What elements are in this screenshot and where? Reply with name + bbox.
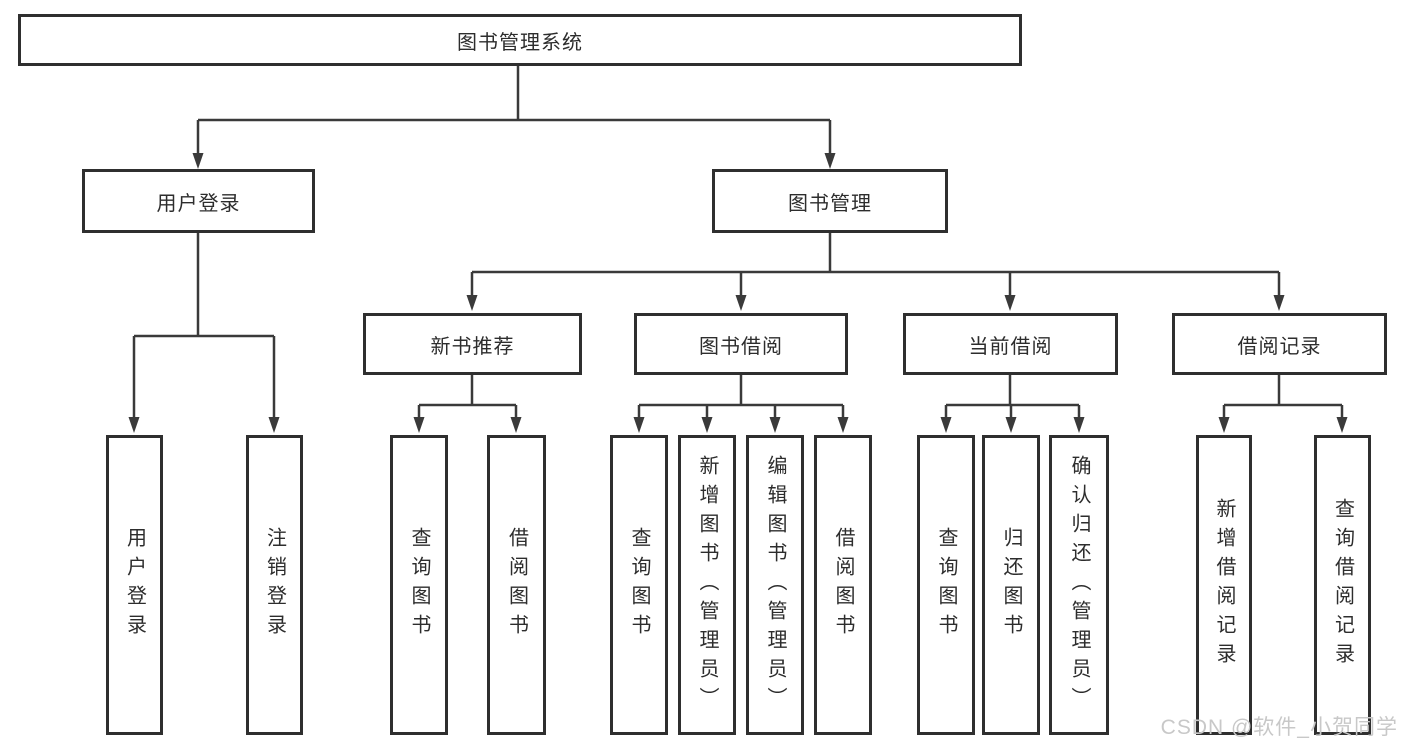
node-label: 查询借阅记录 bbox=[1331, 498, 1354, 672]
node-leaf-borrow-books-1: 借阅图书 bbox=[487, 435, 546, 735]
node-user-login-branch: 用户登录 bbox=[82, 169, 315, 233]
node-label: 注销登录 bbox=[263, 527, 286, 643]
node-label: 归还图书 bbox=[1000, 527, 1022, 643]
node-label: 新书推荐 bbox=[430, 335, 515, 358]
node-current-borrow: 当前借阅 bbox=[903, 313, 1118, 375]
connector-book-management bbox=[470, 233, 1281, 298]
node-label: 编辑图书（管理员） bbox=[764, 454, 786, 716]
connector-user-login bbox=[132, 233, 276, 420]
node-label: 用户登录 bbox=[156, 192, 241, 215]
node-leaf-return-books: 归还图书 bbox=[982, 435, 1040, 735]
node-label: 新增借阅记录 bbox=[1213, 498, 1235, 672]
connector-borrow-records bbox=[1222, 375, 1344, 420]
node-label: 图书借阅 bbox=[699, 335, 783, 358]
node-leaf-query-borrow-record: 查询借阅记录 bbox=[1314, 435, 1371, 735]
node-new-book-recommend: 新书推荐 bbox=[363, 313, 582, 375]
node-book-borrow: 图书借阅 bbox=[634, 313, 848, 375]
node-book-management-branch: 图书管理 bbox=[712, 169, 948, 233]
node-label: 新增图书（管理员） bbox=[696, 454, 718, 716]
connector-book-borrow bbox=[637, 375, 845, 420]
node-label: 借阅记录 bbox=[1237, 335, 1322, 358]
node-label: 借阅图书 bbox=[832, 527, 854, 643]
node-leaf-borrow-books-2: 借阅图书 bbox=[814, 435, 872, 735]
node-leaf-edit-books-admin: 编辑图书（管理员） bbox=[746, 435, 804, 735]
node-leaf-add-borrow-record: 新增借阅记录 bbox=[1196, 435, 1252, 735]
node-leaf-query-books-3: 查询图书 bbox=[917, 435, 975, 735]
node-label: 查询图书 bbox=[628, 527, 650, 643]
connector-root bbox=[196, 66, 832, 155]
connector-new-book bbox=[417, 375, 518, 420]
node-label: 确认归还（管理员） bbox=[1068, 454, 1090, 716]
node-leaf-confirm-return-admin: 确认归还（管理员） bbox=[1049, 435, 1109, 735]
node-label: 查询图书 bbox=[408, 527, 430, 643]
node-label: 查询图书 bbox=[935, 527, 957, 643]
node-label: 当前借阅 bbox=[968, 335, 1053, 358]
node-leaf-add-books-admin: 新增图书（管理员） bbox=[678, 435, 736, 735]
node-leaf-query-books-1: 查询图书 bbox=[390, 435, 448, 735]
node-root-library-system: 图书管理系统 bbox=[18, 14, 1022, 66]
node-leaf-user-login: 用户登录 bbox=[106, 435, 163, 735]
node-label: 用户登录 bbox=[123, 527, 146, 643]
node-label: 借阅图书 bbox=[505, 527, 528, 643]
connector-current-borrow bbox=[944, 375, 1081, 420]
node-label: 图书管理系统 bbox=[457, 31, 583, 54]
node-borrow-records: 借阅记录 bbox=[1172, 313, 1387, 375]
node-leaf-logout: 注销登录 bbox=[246, 435, 303, 735]
csdn-watermark: CSDN @软件_小贺同学 bbox=[1160, 716, 1398, 739]
node-leaf-query-books-2: 查询图书 bbox=[610, 435, 668, 735]
node-label: 图书管理 bbox=[788, 192, 872, 215]
